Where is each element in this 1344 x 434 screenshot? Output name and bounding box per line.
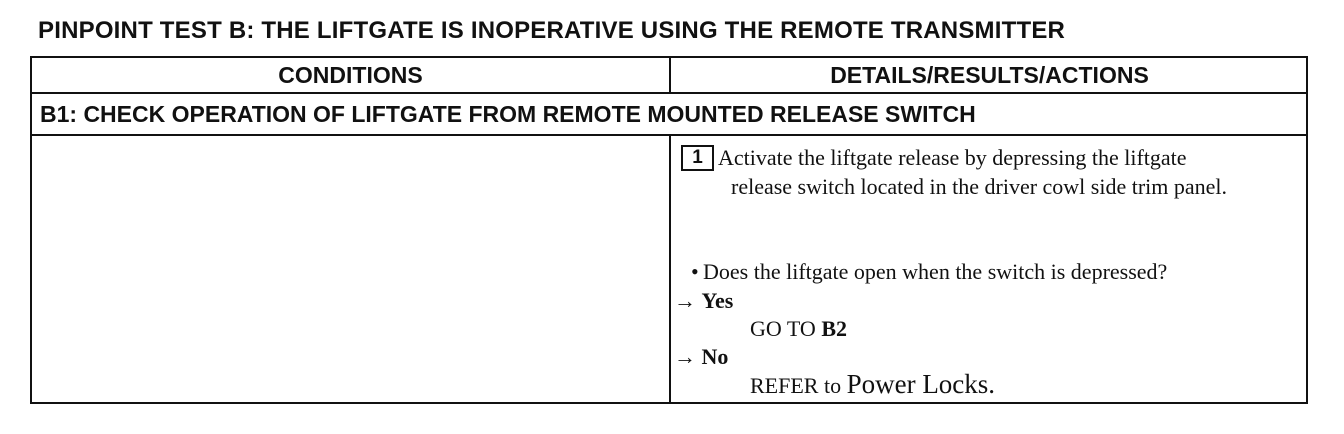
yes-action: GO TO B2: [750, 314, 847, 343]
arrow-right-icon: →: [674, 288, 696, 313]
page-title: PINPOINT TEST B: THE LIFTGATE IS INOPERA…: [38, 17, 1066, 44]
instruction-first-line: Activate the liftgate release by depress…: [718, 145, 1187, 170]
question-text: Does the liftgate open when the switch i…: [703, 259, 1168, 284]
yes-action-ref: B2: [821, 316, 847, 341]
details-cell: 1 Activate the liftgate release by depre…: [671, 136, 1308, 404]
question-line: •Does the liftgate open when the switch …: [691, 257, 1167, 286]
step-title-row: B1: CHECK OPERATION OF LIFTGATE FROM REM…: [32, 94, 1306, 136]
step-title: B1: CHECK OPERATION OF LIFTGATE FROM REM…: [40, 101, 976, 127]
pinpoint-test-table: CONDITIONS DETAILS/RESULTS/ACTIONS B1: C…: [30, 56, 1308, 404]
no-action-ref: Power Locks.: [846, 369, 996, 399]
conditions-header: CONDITIONS: [278, 62, 423, 88]
no-action: REFER to Power Locks.: [750, 370, 995, 400]
step-number-box: 1: [681, 145, 714, 171]
instruction-rest: release switch located in the driver cow…: [731, 174, 1228, 199]
yes-answer: → Yes: [674, 286, 733, 315]
details-header: DETAILS/RESULTS/ACTIONS: [830, 62, 1149, 88]
yes-label: Yes: [701, 288, 734, 313]
arrow-right-icon: →: [674, 344, 696, 369]
bullet-icon: •: [691, 259, 699, 284]
table-header-row: CONDITIONS DETAILS/RESULTS/ACTIONS: [32, 58, 1306, 94]
no-label: No: [701, 344, 729, 369]
column-divider-header: [669, 58, 671, 92]
no-answer: → No: [674, 342, 728, 371]
instruction-text: Activate the liftgate release by depress…: [718, 143, 1303, 201]
column-divider-body: [669, 136, 671, 404]
yes-action-text: GO TO: [750, 316, 816, 341]
no-action-text: REFER to: [750, 373, 842, 398]
